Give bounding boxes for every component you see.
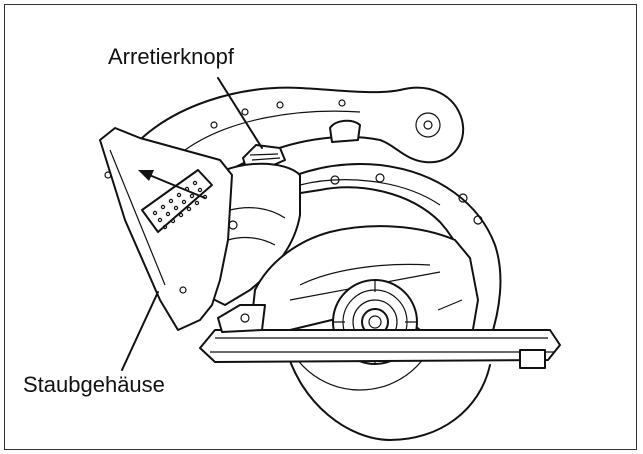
base-plate xyxy=(199,304,561,369)
label-dust-housing: Staubgehäuse xyxy=(23,372,165,397)
leader-line-dust-housing xyxy=(121,291,159,371)
leader-line-lock-button xyxy=(217,77,263,149)
label-lock-button: Arretierknopf xyxy=(108,44,234,69)
dust-housing xyxy=(99,127,233,331)
direction-arrow xyxy=(138,170,206,199)
blade-guard xyxy=(254,163,502,346)
diagram-frame xyxy=(4,4,637,450)
